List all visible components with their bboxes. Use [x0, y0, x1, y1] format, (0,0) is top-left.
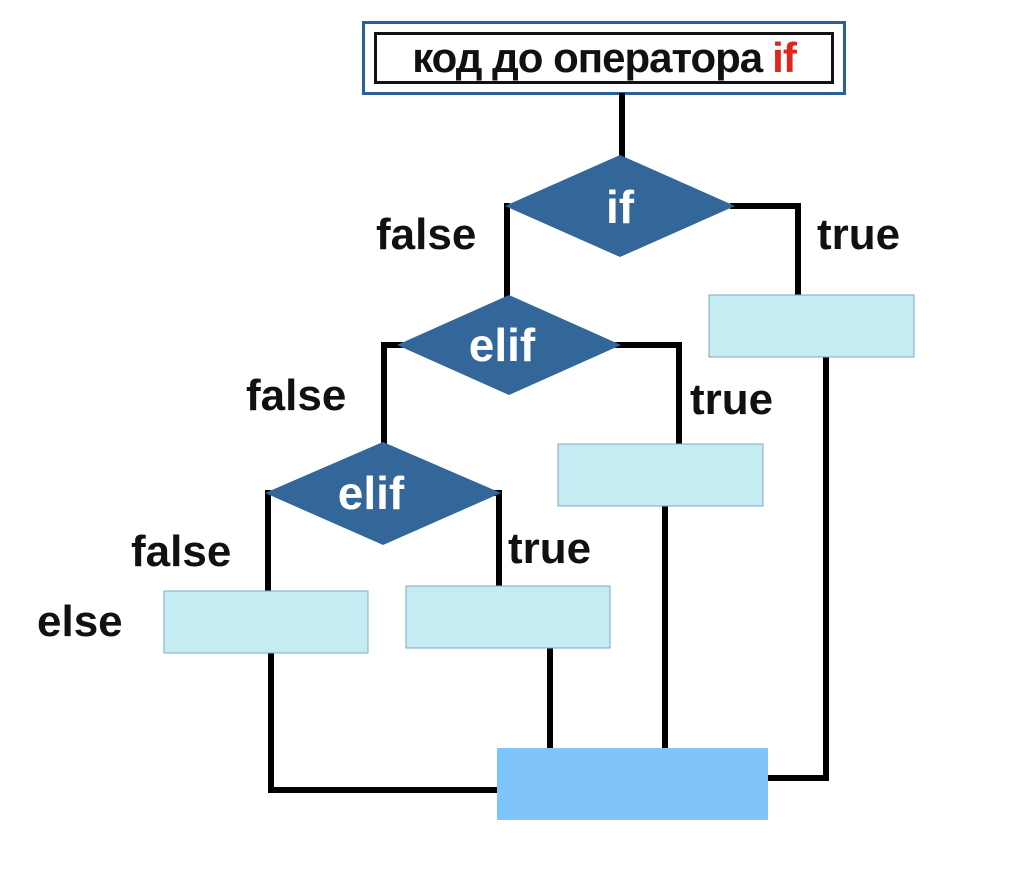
action-block-elif2	[405, 585, 611, 649]
decision-if-label: if	[606, 181, 635, 233]
title-keyword: if	[772, 34, 797, 81]
label-elif1-true: true	[690, 375, 773, 424]
action-block-if	[708, 294, 915, 358]
title-inner-frame: код до оператора if	[374, 32, 834, 84]
connector-elif2-true	[492, 490, 502, 589]
label-if-true: true	[817, 210, 900, 259]
decision-elif2-diamond	[265, 442, 501, 545]
label-if-false: false	[376, 210, 476, 259]
decision-elif1-diamond	[397, 295, 621, 395]
decision-elif1-label: elif	[469, 319, 536, 371]
action-block-elif1	[557, 443, 764, 507]
label-elif2-false: false	[131, 527, 231, 576]
label-else: else	[37, 597, 123, 646]
connector-elif1-true	[615, 342, 682, 447]
decision-elif2-label: elif	[338, 467, 405, 519]
label-elif2-true: true	[508, 524, 591, 573]
action-block-else	[163, 590, 369, 654]
title-text: код до оператора	[412, 34, 763, 81]
decision-if-diamond	[505, 155, 735, 257]
connector-else-merge	[268, 651, 500, 793]
connector-elif1-false	[381, 342, 403, 445]
connector-if-merge	[765, 354, 829, 781]
connector-if-true	[730, 203, 801, 299]
title-box: код до оператора if	[362, 21, 846, 95]
connector-lines	[265, 93, 829, 793]
merge-block	[497, 748, 768, 820]
label-elif1-false: false	[246, 371, 346, 420]
